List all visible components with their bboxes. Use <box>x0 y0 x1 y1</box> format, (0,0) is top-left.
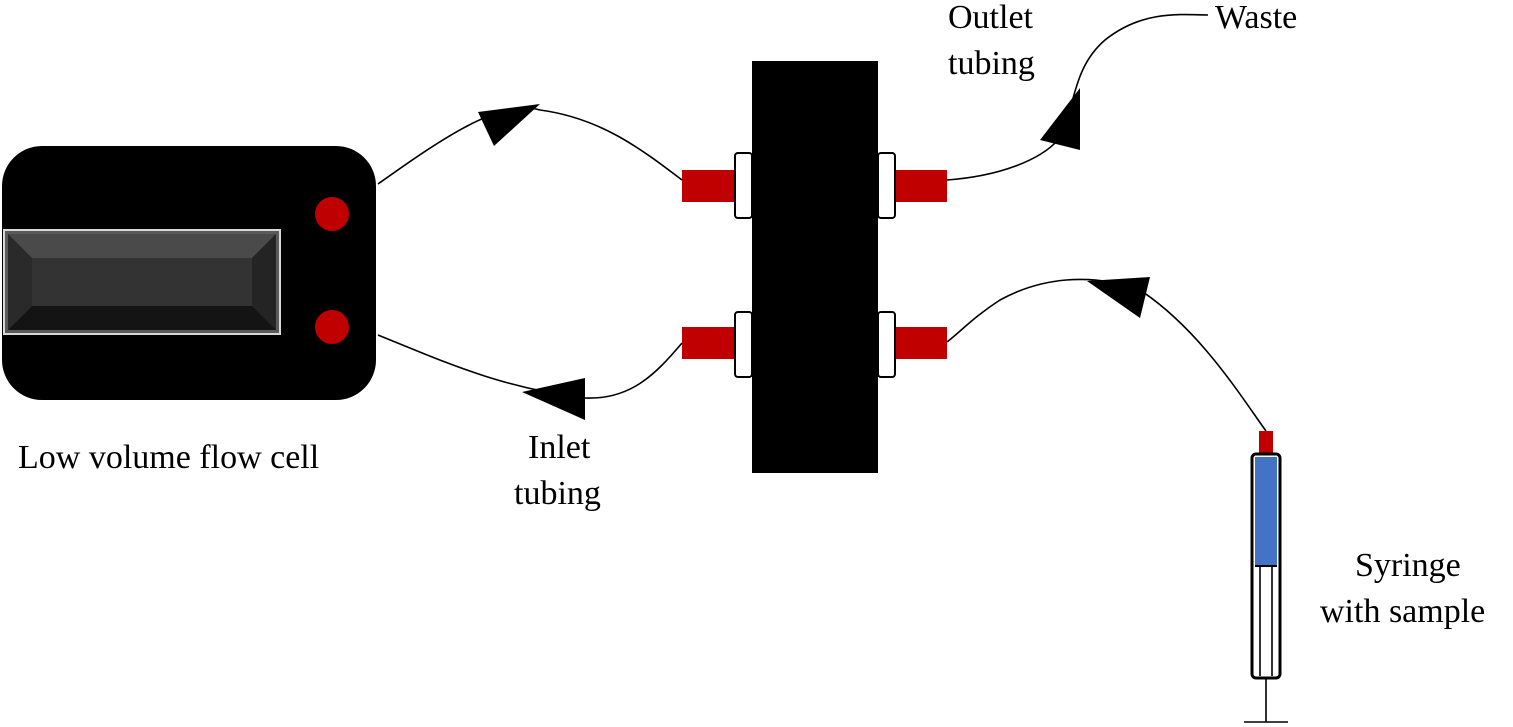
arrow-syringe <box>1087 277 1150 318</box>
outlet-tubing-label-line1: Outlet <box>948 0 1034 36</box>
syringe <box>1244 431 1288 723</box>
syringe-sample <box>1255 457 1277 565</box>
tube-outlet <box>946 13 1209 181</box>
syringe-tip <box>1259 431 1273 454</box>
arrow-inlet <box>522 378 585 420</box>
syringe-label-line1: Syringe <box>1355 547 1461 584</box>
manifold-body <box>752 61 878 473</box>
fitting-left-bottom <box>682 311 753 378</box>
flow-cell-window <box>3 229 281 335</box>
inlet-tubing-label-line2: tubing <box>514 475 601 512</box>
inlet-tubing-label-line1: Inlet <box>528 429 591 466</box>
fitting-right-top <box>877 152 947 219</box>
tube-cell-to-manifold <box>377 107 683 185</box>
outlet-tubing-label-line2: tubing <box>948 45 1035 82</box>
arrow-cell-to-manifold <box>478 104 540 146</box>
flow-cell <box>2 146 376 400</box>
flow-cell-outlet-port <box>315 197 349 231</box>
flow-cell-inlet-port <box>315 310 349 344</box>
syringe-label-line2: with sample <box>1320 593 1485 630</box>
fitting-right-bottom <box>877 311 947 378</box>
flow-cell-label: Low volume flow cell <box>18 439 319 476</box>
tube-syringe <box>946 278 1267 432</box>
arrow-outlet <box>1040 88 1080 150</box>
tube-inlet <box>377 334 683 399</box>
manifold <box>682 61 947 473</box>
fitting-left-top <box>682 152 753 219</box>
waste-label: Waste <box>1215 0 1297 36</box>
